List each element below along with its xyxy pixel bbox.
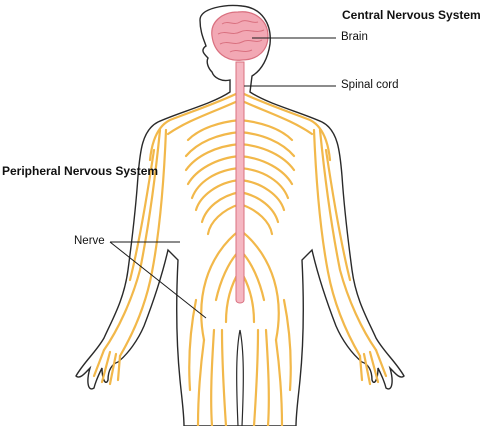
leg-divide [236,329,244,426]
brain [211,11,269,61]
nerve-label: Nerve [74,235,105,247]
spinal-cord [235,61,245,304]
peripheral-nerves [92,90,388,426]
spinal-cord-label: Spinal cord [341,79,399,91]
central-nervous-system-label: Central Nervous System [342,8,481,22]
nerve-leader-lower [109,241,207,319]
body-outline [75,4,405,426]
leader-lines [109,37,336,319]
brain-label: Brain [341,31,368,43]
peripheral-nervous-system-label: Peripheral Nervous System [2,164,159,178]
